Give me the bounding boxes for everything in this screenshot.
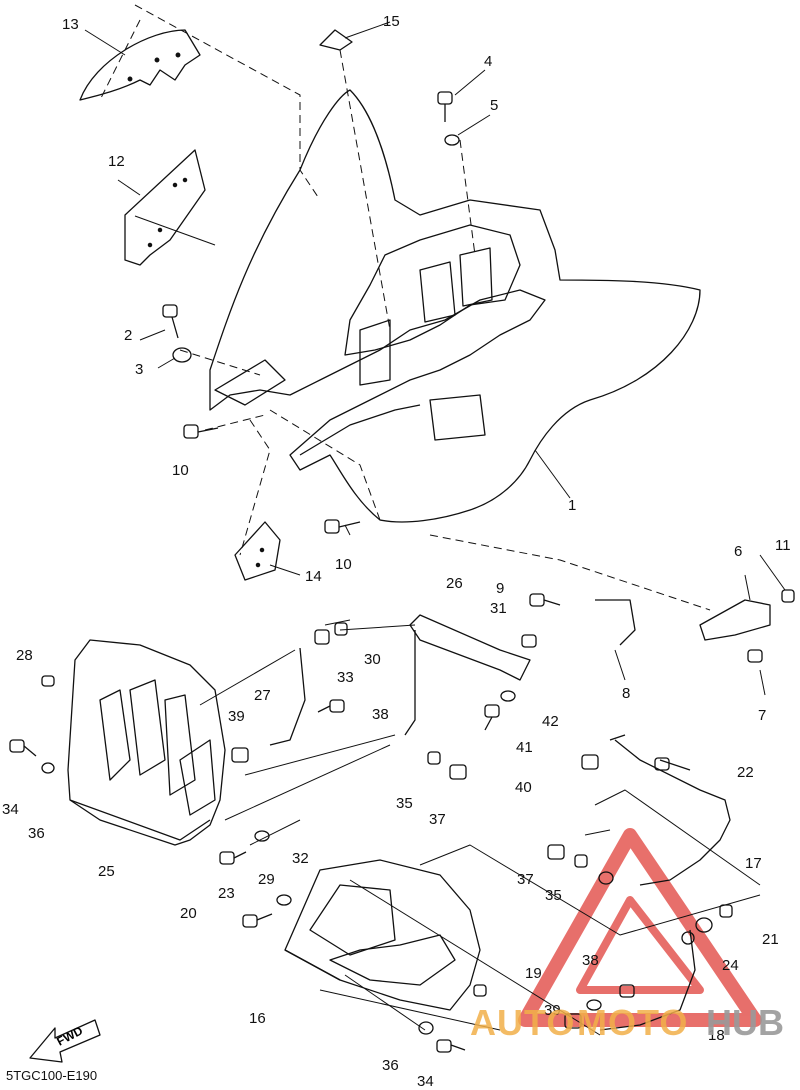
callout-5: 5 [490, 97, 499, 114]
callout-18: 18 [708, 1027, 725, 1044]
callout-24: 24 [722, 957, 739, 974]
decal-13 [79, 29, 201, 101]
callout-9: 9 [496, 580, 505, 597]
callout-26: 26 [446, 575, 463, 592]
callout-6: 6 [734, 543, 743, 560]
callout-34-left: 34 [2, 801, 19, 818]
callout-7: 7 [758, 707, 767, 724]
callout-36-left: 36 [28, 825, 45, 842]
callout-12: 12 [108, 153, 125, 170]
callout-1: 1 [568, 497, 577, 514]
callout-11: 11 [775, 537, 791, 554]
watermark-triangle [518, 828, 762, 1027]
callout-17: 17 [745, 855, 762, 872]
watermark-moto: MOTO [577, 1002, 689, 1043]
watermark-auto: AUTO [470, 1002, 576, 1043]
callout-27: 27 [254, 687, 271, 704]
callout-3: 3 [135, 361, 144, 378]
decal-12 [124, 149, 206, 266]
callout-38-left: 38 [372, 706, 389, 723]
callout-13: 13 [62, 16, 79, 33]
watermark-hub: HUB [706, 1002, 784, 1043]
callout-23: 23 [218, 885, 235, 902]
mudflap-25 [67, 639, 226, 846]
mudflap-16 [284, 859, 481, 1011]
callout-35-mid: 35 [396, 795, 413, 812]
callout-31: 31 [490, 600, 507, 617]
callout-33: 33 [337, 669, 354, 686]
solid-leaders [84, 21, 786, 696]
fwd-arrow [29, 1019, 101, 1063]
callout-4: 4 [484, 53, 493, 70]
callout-42: 42 [542, 713, 559, 730]
callout-20: 20 [180, 905, 197, 922]
stays [269, 599, 771, 1031]
callout-40: 40 [515, 779, 532, 796]
callout-37-right: 37 [517, 871, 534, 888]
callout-38-right: 38 [582, 952, 599, 969]
callout-10-upper: 10 [172, 462, 189, 479]
callout-22: 22 [737, 764, 754, 781]
fasteners [9, 91, 795, 1053]
callout-8: 8 [622, 685, 631, 702]
callout-21: 21 [762, 931, 779, 948]
callout-39-left: 39 [228, 708, 245, 725]
callout-35-right: 35 [545, 887, 562, 904]
diagram-code: 5TGC100-E190 [6, 1068, 98, 1083]
rear-fender-1 [209, 89, 701, 523]
callout-32: 32 [292, 850, 309, 867]
part-15 [319, 29, 353, 51]
callout-29: 29 [258, 871, 275, 888]
callout-30: 30 [364, 651, 381, 668]
leader-lines [99, 4, 711, 611]
callout-37-mid: 37 [429, 811, 446, 828]
callout-2: 2 [124, 327, 133, 344]
callout-25: 25 [98, 863, 115, 880]
callout-15: 15 [383, 13, 400, 30]
callout-36-bottom: 36 [382, 1057, 399, 1074]
callout-10-lower: 10 [335, 556, 352, 573]
decal-14 [234, 521, 281, 581]
callout-14: 14 [305, 568, 322, 585]
callout-19: 19 [525, 965, 542, 982]
lower-leaders [199, 619, 761, 1036]
callout-34-bottom: 34 [417, 1073, 434, 1090]
callout-39-right: 39 [544, 1002, 561, 1019]
callout-16: 16 [249, 1010, 266, 1027]
callout-41: 41 [516, 739, 533, 756]
callout-28: 28 [16, 647, 33, 664]
